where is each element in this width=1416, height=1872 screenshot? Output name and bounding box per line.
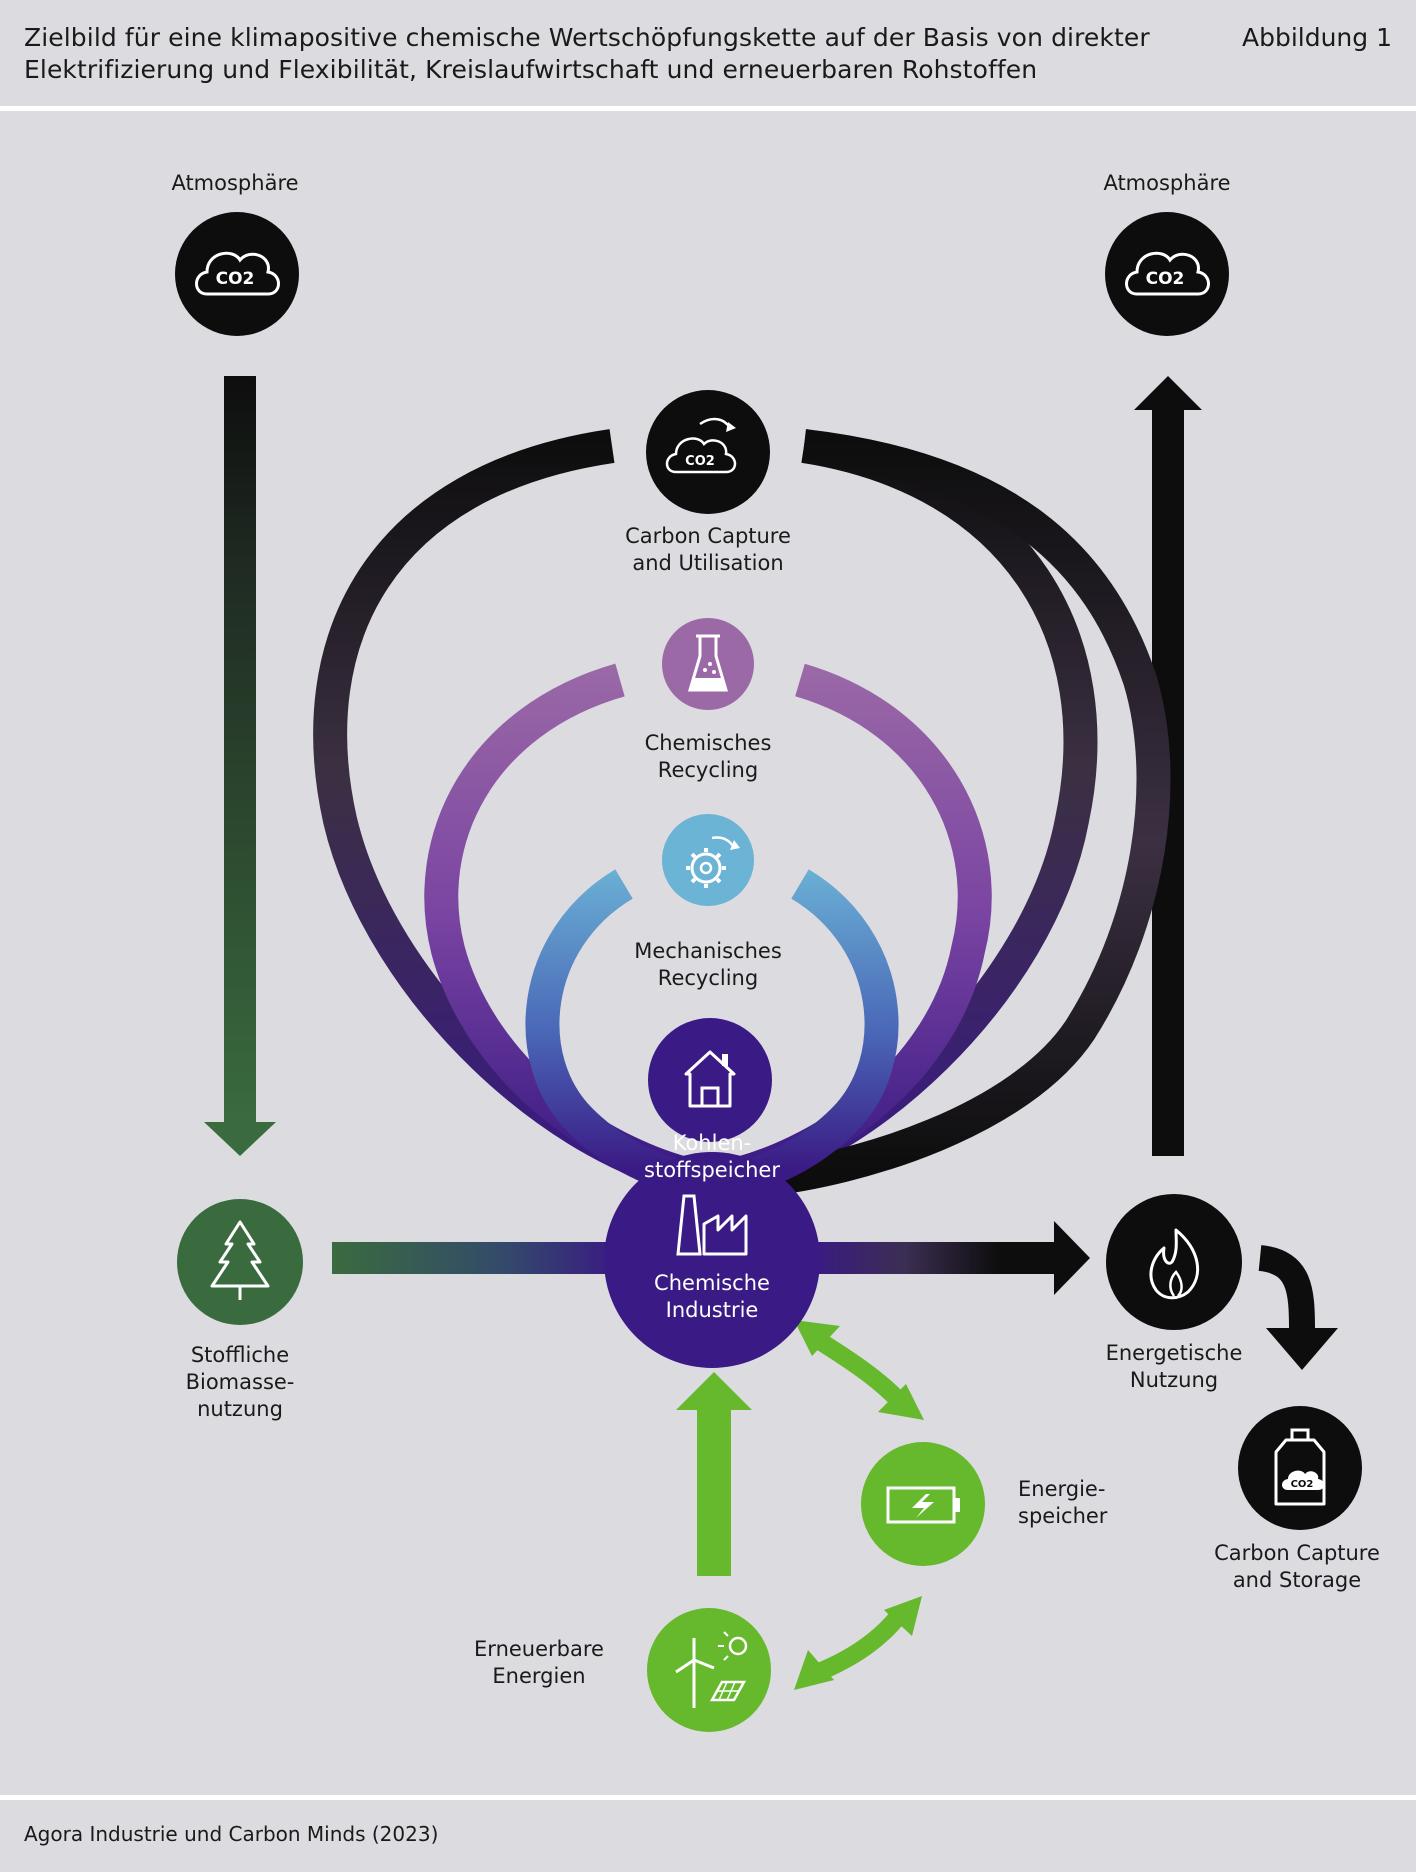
svg-text:CO2: CO2 xyxy=(216,269,255,289)
mechanical-recycling-node: Mechanisches Recycling xyxy=(634,814,782,990)
atmosphere-right-label: Atmosphäre xyxy=(1103,171,1230,195)
arrow-atmosphere-to-biomass xyxy=(204,376,276,1156)
chemical-recycling-node: Chemisches Recycling xyxy=(645,618,772,782)
svg-text:CO2: CO2 xyxy=(1291,1479,1314,1490)
biomass-node: Stoffliche Biomasse- nutzung xyxy=(177,1199,303,1421)
biomass-label-line3: nutzung xyxy=(197,1397,283,1421)
gear-cycle-icon xyxy=(686,836,740,888)
ccu-label-line1: Carbon Capture xyxy=(625,524,791,548)
ccs-label-line2: and Storage xyxy=(1233,1568,1361,1592)
atmosphere-left-label: Atmosphäre xyxy=(171,171,298,195)
ccu-to-energy-arc xyxy=(758,429,1171,1197)
renewables-label-line1: Erneuerbare xyxy=(474,1637,604,1661)
mechanical-recycling-label-line2: Recycling xyxy=(658,966,758,990)
co2-cloud-icon: CO2 xyxy=(195,251,280,296)
atmosphere-left-node: Atmosphäre CO2 xyxy=(171,171,299,336)
biomass-label-line2: Biomasse- xyxy=(186,1370,295,1394)
flame-icon xyxy=(1149,1228,1199,1300)
source-note: Agora Industrie und Carbon Minds (2023) xyxy=(24,1822,439,1846)
house-icon xyxy=(684,1050,736,1108)
ccu-node: CO2 Carbon Capture and Utilisation xyxy=(625,390,791,575)
atmosphere-right-node: Atmosphäre CO2 xyxy=(1103,171,1231,336)
biomass-label-line1: Stoffliche xyxy=(191,1343,289,1367)
co2-cloud-cycle-icon: CO2 xyxy=(665,417,737,474)
factory-icon xyxy=(676,1194,748,1256)
ccs-node: CO2 Carbon Capture and Storage xyxy=(1214,1406,1380,1592)
renewables-label-line2: Energien xyxy=(492,1664,585,1688)
carbon-storage-node xyxy=(648,1018,772,1142)
flask-icon xyxy=(687,634,729,692)
bottom-divider xyxy=(0,1795,1416,1800)
chemical-industry-label-line1: Chemische xyxy=(654,1271,770,1295)
figure-title: Zielbild für eine klimapositive chemisch… xyxy=(24,23,1150,84)
battery-icon xyxy=(886,1486,960,1524)
carbon-storage-label-line2: stoffspeicher xyxy=(644,1158,780,1182)
ccs-label-line1: Carbon Capture xyxy=(1214,1541,1380,1565)
svg-text:CO2: CO2 xyxy=(685,454,715,469)
top-divider xyxy=(0,106,1416,111)
energy-storage-label-line2: speicher xyxy=(1018,1504,1108,1528)
co2-cloud-icon: CO2 xyxy=(1125,251,1210,296)
renewables-node: Erneuerbare Energien xyxy=(474,1608,771,1732)
green-energy-flows xyxy=(676,1320,924,1690)
horizontal-flow xyxy=(332,1221,1090,1295)
wind-solar-icon xyxy=(675,1631,748,1708)
co2-bottle-icon: CO2 xyxy=(1274,1428,1326,1506)
energy-storage-label-line1: Energie- xyxy=(1018,1477,1105,1501)
header: Zielbild für eine klimapositive chemisch… xyxy=(0,0,1416,106)
carbon-storage-label-line1: Kohlen- xyxy=(673,1131,752,1155)
chemical-industry-label-line2: Industrie xyxy=(666,1298,759,1322)
energy-storage-node: Energie- speicher xyxy=(861,1442,1108,1566)
arrow-energy-to-ccs xyxy=(1257,1245,1338,1370)
svg-text:CO2: CO2 xyxy=(1146,269,1185,289)
chemical-industry-node: Kohlen- stoffspeicher Chemische Industri… xyxy=(604,1131,820,1368)
tree-icon xyxy=(210,1220,270,1300)
mechanical-recycling-label-line1: Mechanisches xyxy=(634,939,782,963)
energy-use-node: Energetische Nutzung xyxy=(1106,1194,1243,1392)
energy-use-label-line2: Nutzung xyxy=(1130,1368,1218,1392)
chemical-recycling-label-line2: Recycling xyxy=(658,758,758,782)
energy-use-label-line1: Energetische xyxy=(1106,1341,1243,1365)
figure-number: Abbildung 1 xyxy=(1241,23,1392,52)
ccu-label-line2: and Utilisation xyxy=(632,551,783,575)
chemical-recycling-label-line1: Chemisches xyxy=(645,731,772,755)
